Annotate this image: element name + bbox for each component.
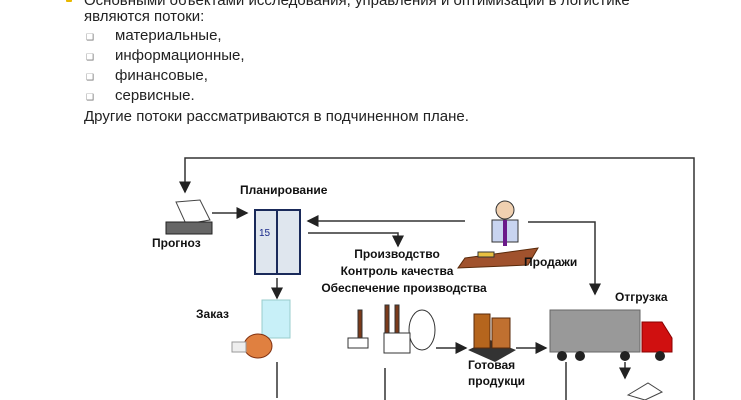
label-quality-control: Контроль качества xyxy=(341,264,454,278)
label-forecast: Прогноз xyxy=(152,236,201,250)
list-item: информационные, xyxy=(115,47,245,64)
factory-icon xyxy=(347,304,436,354)
label-shipping: Отгрузка xyxy=(615,290,668,304)
title-bullet-icon xyxy=(66,0,72,2)
square-bullet-icon: ❑ xyxy=(86,92,95,102)
intro-line-1: Основными объектами исследования, управл… xyxy=(84,0,630,9)
finished-goods-icon xyxy=(468,313,516,362)
label-planning: Планирование xyxy=(240,183,328,197)
printer-icon xyxy=(165,199,213,235)
intro-line-2: являются потоки: xyxy=(84,8,205,25)
planner-day: 15 xyxy=(259,228,271,239)
salesman-icon xyxy=(457,200,539,269)
square-bullet-icon: ❑ xyxy=(86,32,95,42)
list-item: материальные, xyxy=(115,27,222,44)
order-document-icon xyxy=(231,299,291,359)
label-production-supply: Обеспечение производства xyxy=(321,281,487,295)
label-order: Заказ xyxy=(196,307,229,321)
list-item: сервисные. xyxy=(115,87,195,104)
label-sales: Продажи xyxy=(524,255,577,269)
flow-arrows xyxy=(179,157,695,400)
label-production: Производство xyxy=(354,247,440,261)
label-finished-goods-1: Готовая xyxy=(468,358,515,372)
square-bullet-icon: ❑ xyxy=(86,72,95,82)
label-finished-goods-2: продукци xyxy=(468,374,525,388)
truck-icon xyxy=(549,309,673,361)
planner-book-icon: 15 xyxy=(254,209,301,275)
square-bullet-icon: ❑ xyxy=(86,52,95,62)
closing-text: Другие потоки рассматриваются в подчинен… xyxy=(84,108,469,125)
shipping-document-icon xyxy=(626,382,664,400)
list-item: финансовые, xyxy=(115,67,208,84)
